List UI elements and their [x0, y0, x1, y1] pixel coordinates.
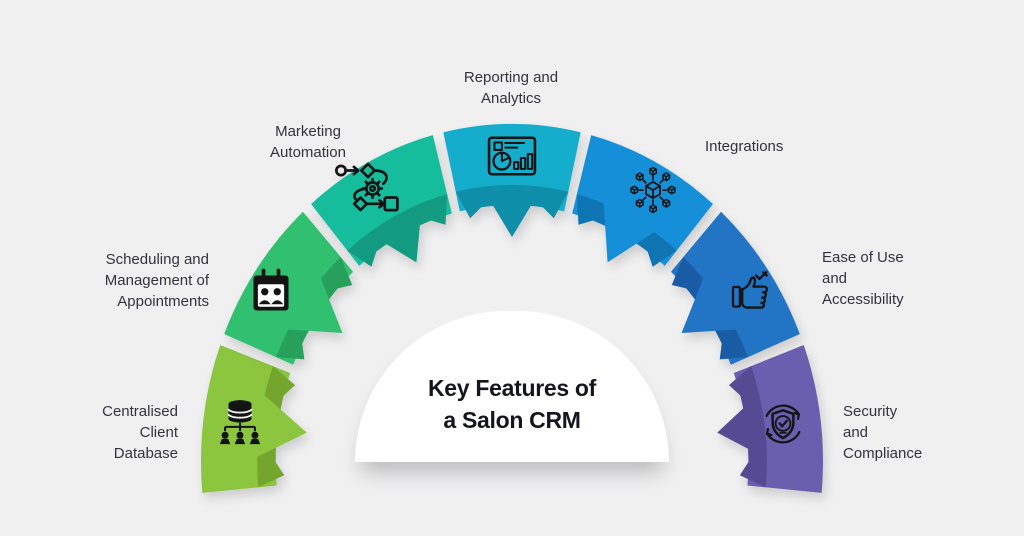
feature-label-scheduling-appointments: Scheduling and Management of Appointment… — [104, 251, 209, 310]
calendar-appointments-icon — [251, 268, 291, 313]
feature-wedge-4 — [443, 123, 581, 237]
feature-wedge-3 — [311, 135, 452, 267]
feature-wedge-5 — [572, 135, 713, 267]
feature-wedge-7 — [717, 345, 823, 493]
feature-label-centralised-client-database: Centralised Client Database — [102, 403, 178, 462]
feature-label-security-compliance: Security and Compliance — [843, 403, 923, 462]
integrations-cubes-icon — [630, 166, 676, 214]
feature-label-marketing-automation: Marketing Automation — [270, 123, 346, 161]
feature-label-integrations: Integrations — [705, 138, 784, 155]
page-title-line-2: a Salon CRM — [443, 407, 581, 433]
feature-label-ease-of-use: Ease of Use and Accessibility — [822, 249, 904, 308]
feature-wedge-2 — [224, 211, 354, 365]
page-title: Key Features of a Salon CRM — [428, 372, 596, 462]
feature-wedge-6 — [670, 211, 800, 365]
page-title-line-1: Key Features of — [427, 375, 597, 401]
feature-wedge-1 — [201, 345, 307, 493]
feature-label-reporting-analytics: Reporting and Analytics — [463, 69, 559, 107]
